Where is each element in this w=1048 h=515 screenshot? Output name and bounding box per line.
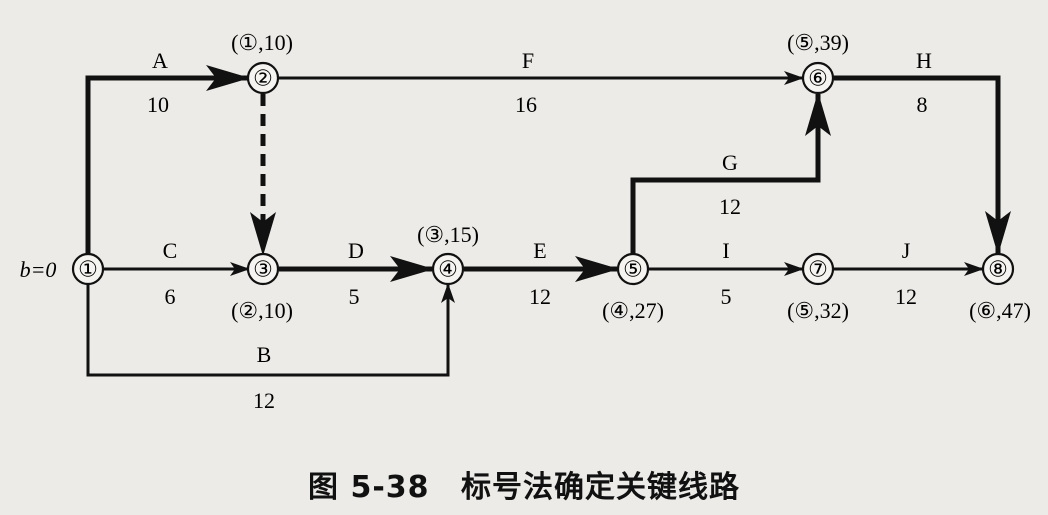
node-7: ⑦ (801, 252, 835, 286)
edge-D-duration: 5 (349, 284, 360, 309)
edge-G (630, 92, 831, 254)
node-2: ② (246, 61, 280, 95)
node-7-mark: (⑤,32) (787, 298, 849, 323)
edge-A-duration: 10 (147, 92, 169, 117)
start-label: b=0 (20, 257, 57, 282)
edge-C-duration: 6 (165, 284, 176, 309)
node-1-label: ① (78, 257, 98, 282)
node-6-label: ⑥ (808, 66, 828, 91)
figure-number: 图 5-38 (308, 470, 430, 505)
node-2-label: ② (253, 66, 273, 91)
edge-H-name: H (916, 48, 932, 73)
node-2-mark: (①,10) (231, 30, 293, 55)
edge-I-name: I (722, 238, 729, 263)
edges (85, 65, 1011, 377)
node-6: ⑥ (801, 61, 835, 95)
node-marks: (①,10) (②,10) (③,15) (④,27) (⑤,39) (⑤,32… (231, 30, 1031, 323)
node-4: ④ (431, 252, 465, 286)
node-4-label: ④ (438, 257, 458, 282)
edge-B-duration: 12 (253, 388, 275, 413)
node-8: ⑧ (981, 252, 1015, 286)
edge-G-duration: 12 (719, 194, 741, 219)
edge-H (834, 75, 1011, 255)
edge-I-duration: 5 (721, 284, 732, 309)
node-3-mark: (②,10) (231, 298, 293, 323)
edge-D-name: D (348, 238, 364, 263)
node-3: ③ (246, 252, 280, 286)
node-5-label: ⑤ (623, 257, 643, 282)
edge-B (86, 283, 455, 377)
figure-title: 标号法确定关键线路 (460, 470, 740, 505)
node-1: ① (71, 252, 105, 286)
edge-B-name: B (257, 342, 272, 367)
edge-A-name: A (152, 48, 168, 73)
edge-E-name: E (533, 238, 546, 263)
figure-caption: 图 5-38 标号法确定关键线路 (0, 462, 1048, 506)
node-8-mark: (⑥,47) (969, 298, 1031, 323)
edge-C-name: C (163, 238, 178, 263)
edge-F-name: F (522, 48, 534, 73)
node-5: ⑤ (616, 252, 650, 286)
node-5-mark: (④,27) (602, 298, 664, 323)
edge-labels: A 10 B 12 C 6 D 5 E 12 F 16 G 12 H 8 I 5… (147, 48, 932, 413)
edge-F-duration: 16 (515, 92, 537, 117)
edge-H-duration: 8 (917, 92, 928, 117)
node-8-label: ⑧ (988, 257, 1008, 282)
node-7-label: ⑦ (808, 257, 828, 282)
node-6-mark: (⑤,39) (787, 30, 849, 55)
node-3-label: ③ (253, 257, 273, 282)
edge-G-name: G (722, 150, 738, 175)
edge-E-duration: 12 (529, 284, 551, 309)
node-4-mark: (③,15) (417, 222, 479, 247)
edge-J-duration: 12 (895, 284, 917, 309)
edge-A (85, 65, 250, 254)
edge-J-name: J (902, 238, 911, 263)
nodes: ① ② ③ ④ ⑤ ⑥ ⑦ ⑧ (71, 61, 1015, 286)
